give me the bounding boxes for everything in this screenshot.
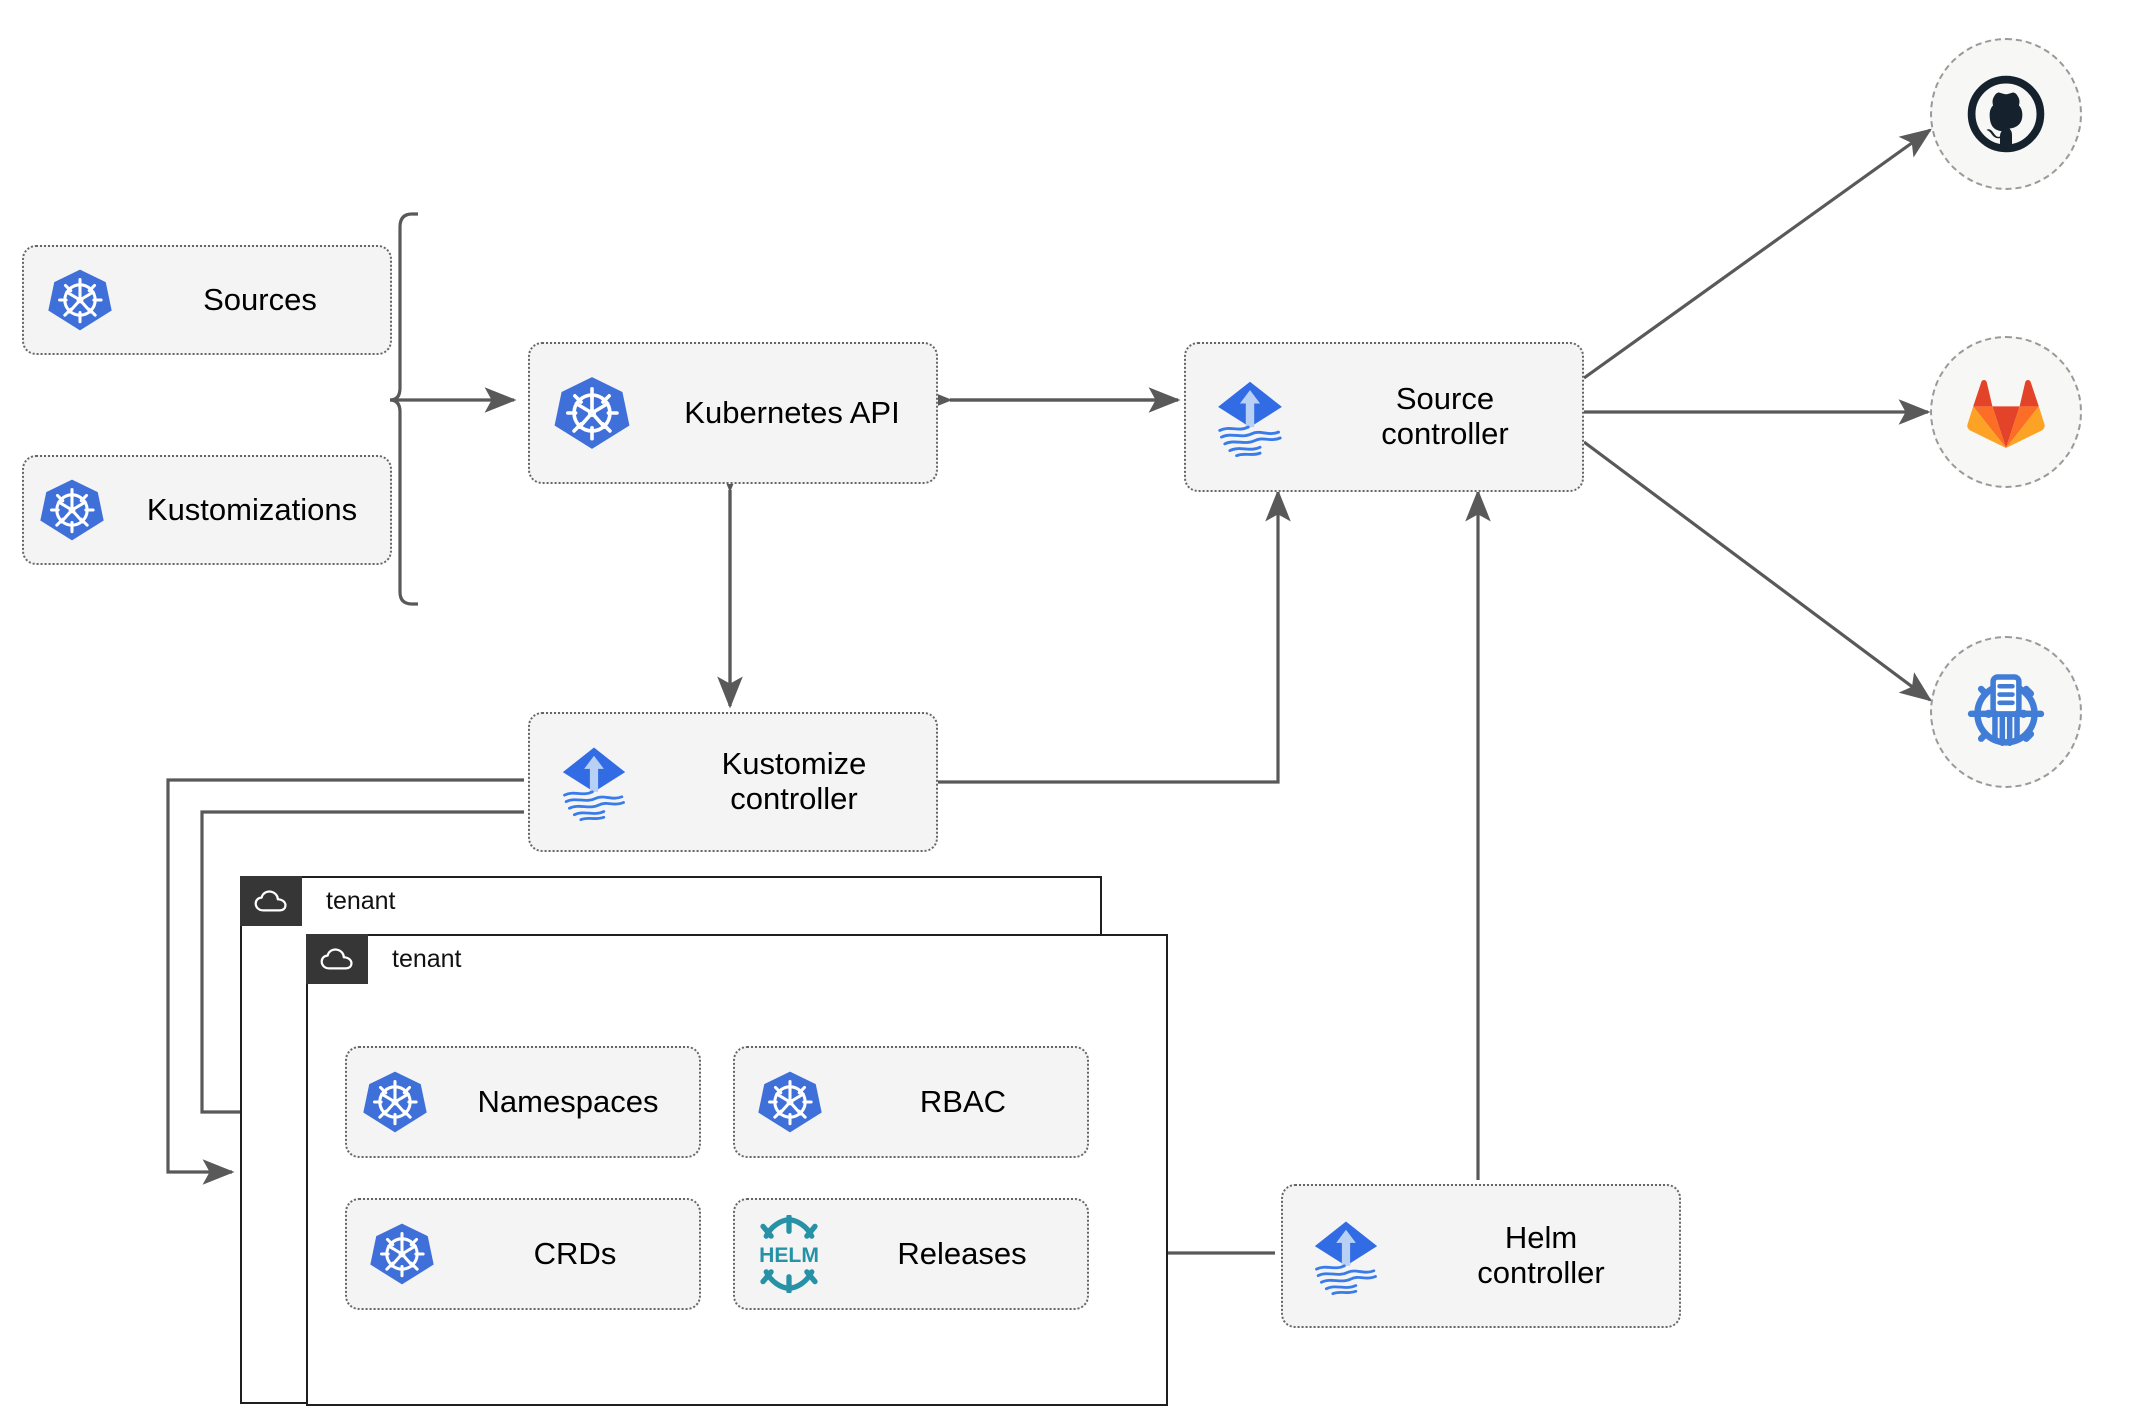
node-label: RBAC <box>919 1083 1007 1119</box>
github-icon <box>1967 75 2045 153</box>
tenant-label: tenant <box>392 944 462 973</box>
tenant-titlebar: tenant <box>240 876 396 926</box>
node-kubernetes-api[interactable]: Kubernetes API <box>528 342 938 484</box>
kubernetes-icon <box>24 267 136 333</box>
node-label: Kustomize controller <box>721 746 867 816</box>
kubernetes-icon <box>347 1069 443 1135</box>
node-label: CRDs <box>533 1235 617 1271</box>
node-crds[interactable]: CRDs <box>345 1198 701 1310</box>
tenant-titlebar: tenant <box>306 934 462 984</box>
cloud-icon <box>306 934 368 984</box>
node-label: Releases <box>897 1235 1027 1271</box>
tenant-label: tenant <box>326 886 396 915</box>
node-releases[interactable]: HELM Releases <box>733 1198 1089 1310</box>
gitlab-icon <box>1967 380 2045 448</box>
node-kustomizations[interactable]: Kustomizations <box>22 455 392 565</box>
svg-text:HELM: HELM <box>759 1244 819 1267</box>
node-label: Namespaces <box>477 1083 659 1119</box>
kubernetes-icon <box>530 374 654 452</box>
node-label: Kustomizations <box>146 491 358 527</box>
node-source-controller[interactable]: Source controller <box>1184 342 1584 492</box>
node-label: Source controller <box>1381 381 1509 451</box>
node-label: Kubernetes API <box>684 394 900 430</box>
cloud-icon <box>240 876 302 926</box>
repo-gitlab[interactable] <box>1930 336 2082 488</box>
helm-repository-icon <box>1967 674 2045 747</box>
node-kustomize-controller[interactable]: Kustomize controller <box>528 712 938 852</box>
flux-icon <box>530 741 658 823</box>
node-helm-controller[interactable]: Helm controller <box>1281 1184 1681 1328</box>
flux-icon <box>1283 1215 1409 1297</box>
flux-icon <box>1186 375 1314 459</box>
node-sources[interactable]: Sources <box>22 245 392 355</box>
node-label: Helm controller <box>1477 1220 1605 1290</box>
node-rbac[interactable]: RBAC <box>733 1046 1089 1158</box>
node-namespaces[interactable]: Namespaces <box>345 1046 701 1158</box>
node-label: Sources <box>203 281 317 317</box>
kubernetes-icon <box>735 1069 845 1135</box>
tenant-container-front[interactable]: tenant <box>306 934 1168 1406</box>
kubernetes-icon <box>347 1221 457 1287</box>
kubernetes-icon <box>24 477 120 543</box>
repo-helm-registry[interactable] <box>1930 636 2082 788</box>
repo-github[interactable] <box>1930 38 2082 190</box>
helm-icon: HELM <box>735 1215 843 1293</box>
